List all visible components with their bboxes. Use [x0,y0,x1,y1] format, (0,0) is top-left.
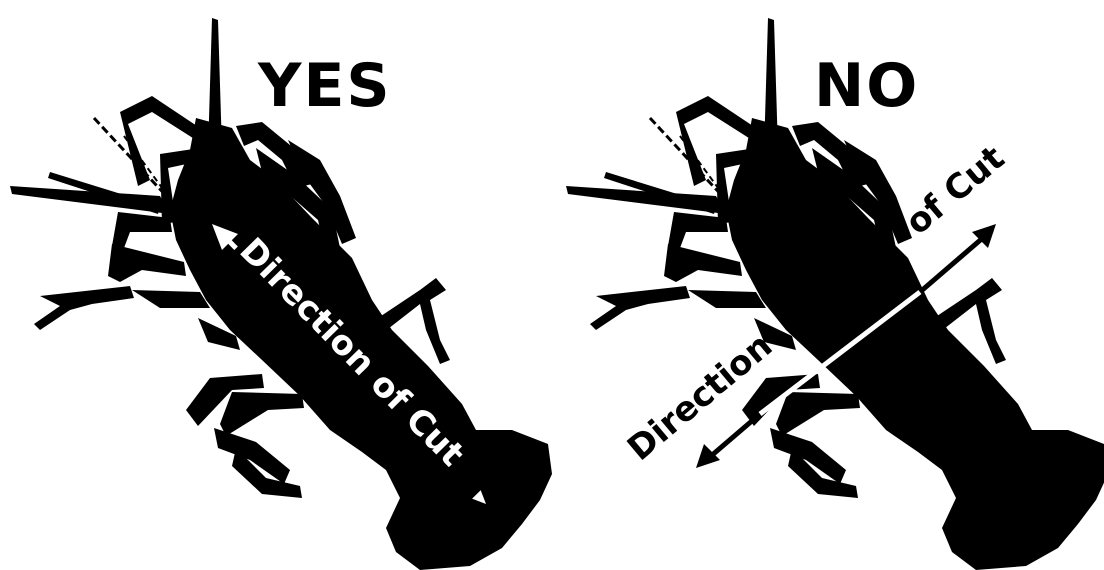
yes-panel: YES Direction of Cut [10,18,552,570]
yes-heading: YES [257,51,392,121]
arrow-head-down-left-icon [696,444,720,468]
no-heading: NO [814,51,919,121]
no-panel: NO Direction of Cut [566,18,1104,570]
no-cut-label-of-cut: of Cut [898,138,1012,243]
